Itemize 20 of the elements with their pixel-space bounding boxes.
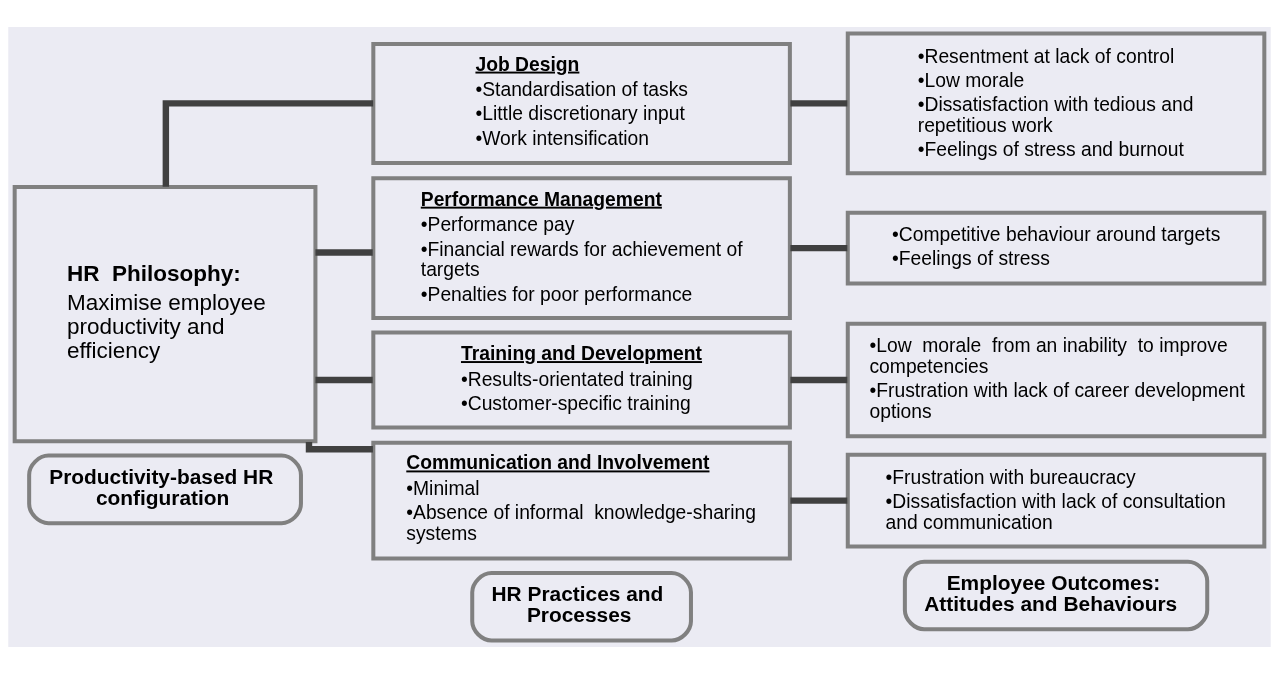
node-box: HR Practices and Processes — [470, 570, 693, 643]
node-box: •Low morale from an inability to improve competencies •Frustration with lack of career development options — [845, 321, 1267, 438]
node-box: •Competitive behaviour around targets •Feelings of stress — [845, 210, 1267, 286]
node-box: •Resentment at lack of control •Low morale •Dissatisfaction with tedious and repetitious work •Feelings of stress and burnout — [845, 30, 1267, 175]
connector — [315, 248, 373, 256]
node-box: HR Philosophy: Maximise employee productivity and efficiency — [12, 184, 318, 443]
connector — [790, 244, 848, 251]
node-box: Training and Development •Results-orientated training •Customer-specific training — [371, 330, 792, 429]
node-box: Job Design •Standardisation of tasks •Little discretionary input •Work intensification — [371, 41, 792, 165]
node-box: Communication and Involvement •Minimal •Absence of informal knowledge-sharing systems — [371, 440, 792, 561]
node-box: Employee Outcomes: Attitudes and Behaviours — [902, 559, 1210, 631]
connector — [790, 496, 848, 504]
connector — [790, 99, 848, 107]
node-box: •Frustration with bureaucracy •Dissatisfaction with lack of consultation and communication — [845, 452, 1267, 548]
connector — [162, 99, 374, 187]
node-box: Productivity-based HR configuration — [27, 453, 303, 525]
node-box: Performance Management •Performance pay •Financial rewards for achievement of targets •Penalties for poor performance — [371, 175, 792, 320]
connector — [315, 376, 373, 383]
connector — [790, 376, 848, 383]
connector — [305, 441, 373, 452]
